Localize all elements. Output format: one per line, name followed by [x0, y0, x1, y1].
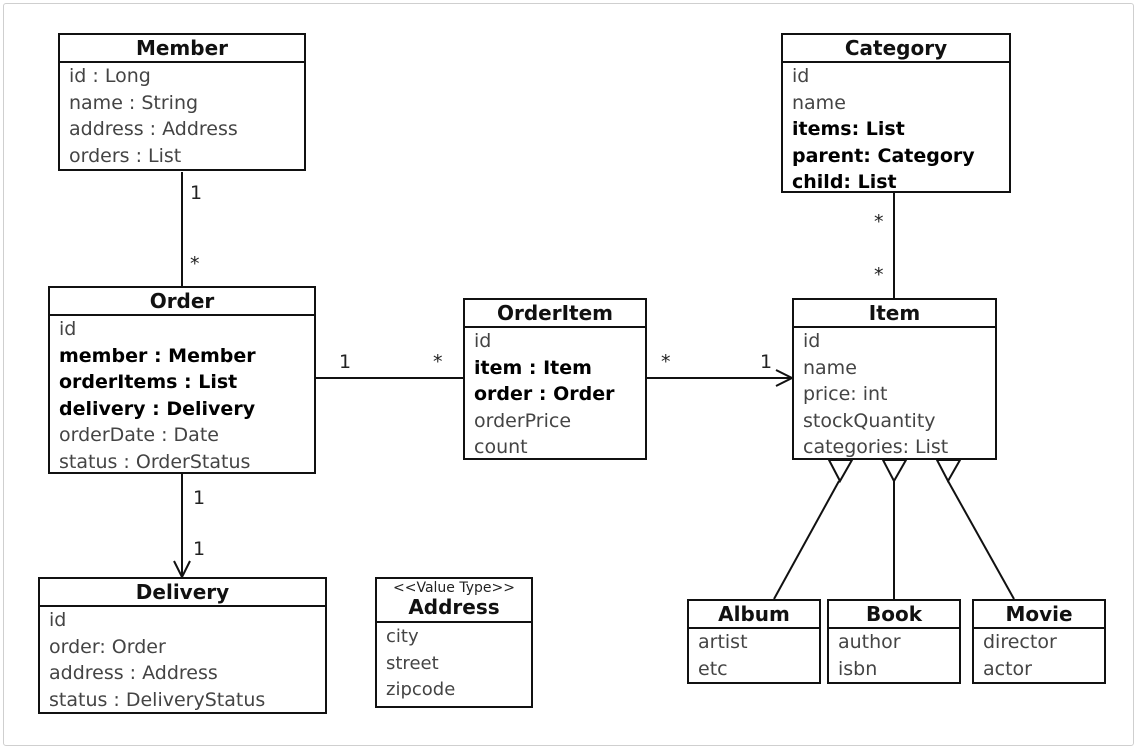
class-field: id : Long [69, 65, 151, 87]
class-field: author [838, 631, 901, 653]
class-field: orderPrice [474, 409, 572, 432]
class-header: <<Value Type>> Address [377, 579, 531, 623]
class-field: status : OrderStatus [59, 450, 251, 473]
class-field: name [803, 356, 857, 379]
class-field: parent: Category [792, 144, 975, 167]
multiplicity-order-orderitem-order-end: 1 [339, 351, 352, 373]
class-name: Movie [974, 601, 1104, 629]
class-field: director [983, 631, 1057, 653]
class-field: child: List [792, 171, 897, 194]
class-field: etc [698, 657, 728, 680]
class-category: Category id name items: List parent: Cat… [781, 33, 1011, 193]
class-field: id [59, 318, 77, 340]
class-movie: Movie director actor [972, 599, 1106, 684]
class-member: Member id : Long name : String address :… [58, 33, 306, 171]
class-field: orderItems : List [59, 371, 238, 394]
multiplicity-category-item-category-end: * [874, 211, 884, 233]
class-field: member : Member [59, 344, 256, 367]
multiplicity-orderitem-item-item-end: 1 [760, 351, 773, 373]
class-field: orderDate : Date [59, 424, 219, 447]
class-name: Member [60, 35, 304, 63]
class-field: name : String [69, 91, 199, 114]
class-field: categories: List [803, 436, 949, 459]
class-field: stockQuantity [803, 409, 936, 432]
class-name: Category [783, 35, 1009, 63]
class-field: address : Address [69, 118, 238, 141]
class-item: Item id name price: int stockQuantity ca… [792, 298, 997, 460]
class-field: name [792, 91, 846, 114]
class-name: Album [689, 601, 819, 629]
class-name: Book [829, 601, 959, 629]
movie-item-generalization-triangle [935, 459, 962, 484]
class-name: OrderItem [465, 300, 645, 328]
multiplicity-orderitem-item-orderitem-end: * [661, 351, 671, 373]
class-address: <<Value Type>> Address city street zipco… [375, 577, 533, 708]
movie-item-generalization-line [947, 480, 1015, 600]
class-name: Address [408, 595, 500, 619]
multiplicity-order-delivery-delivery-end: 1 [193, 538, 206, 560]
class-field: order : Order [474, 383, 615, 406]
multiplicity-order-delivery-order-end: 1 [193, 487, 206, 509]
album-item-generalization-triangle [827, 459, 854, 484]
class-field: status : DeliveryStatus [49, 688, 266, 711]
class-field: orders : List [69, 144, 182, 167]
class-field: item : Item [474, 356, 592, 379]
class-field: price: int [803, 383, 888, 406]
class-delivery: Delivery id order: Order address : Addre… [38, 577, 327, 714]
diagram-frame [3, 3, 1134, 746]
class-field: street [386, 652, 439, 674]
class-field: id [474, 330, 492, 352]
class-field: zipcode [386, 679, 456, 701]
class-orderitem: OrderItem id item : Item order : Order o… [463, 298, 647, 460]
class-field: id [803, 330, 821, 352]
stereotype-label: <<Value Type>> [393, 580, 515, 596]
class-field: actor [983, 657, 1032, 680]
book-item-generalization-triangle [881, 459, 908, 484]
class-field: artist [698, 631, 748, 653]
class-name: Order [50, 288, 314, 316]
class-name: Delivery [40, 579, 325, 607]
class-order: Order id member : Member orderItems : Li… [48, 286, 316, 474]
class-field: city [386, 626, 419, 647]
album-item-generalization-line [773, 480, 840, 600]
class-field: address : Address [49, 662, 218, 685]
class-field: id [49, 609, 67, 631]
class-field: isbn [838, 657, 878, 680]
multiplicity-category-item-item-end: * [874, 264, 884, 286]
multiplicity-member-order-member-end: 1 [190, 182, 203, 204]
class-name: Item [794, 300, 995, 328]
multiplicity-order-orderitem-orderitem-end: * [433, 351, 443, 373]
class-field: order: Order [49, 635, 166, 658]
class-album: Album artist etc [687, 599, 821, 684]
class-field: delivery : Delivery [59, 397, 256, 420]
multiplicity-member-order-order-end: * [190, 253, 200, 275]
class-book: Book author isbn [827, 599, 961, 684]
class-field: count [474, 436, 528, 459]
class-field: items: List [792, 118, 905, 141]
class-field: id [792, 65, 810, 87]
